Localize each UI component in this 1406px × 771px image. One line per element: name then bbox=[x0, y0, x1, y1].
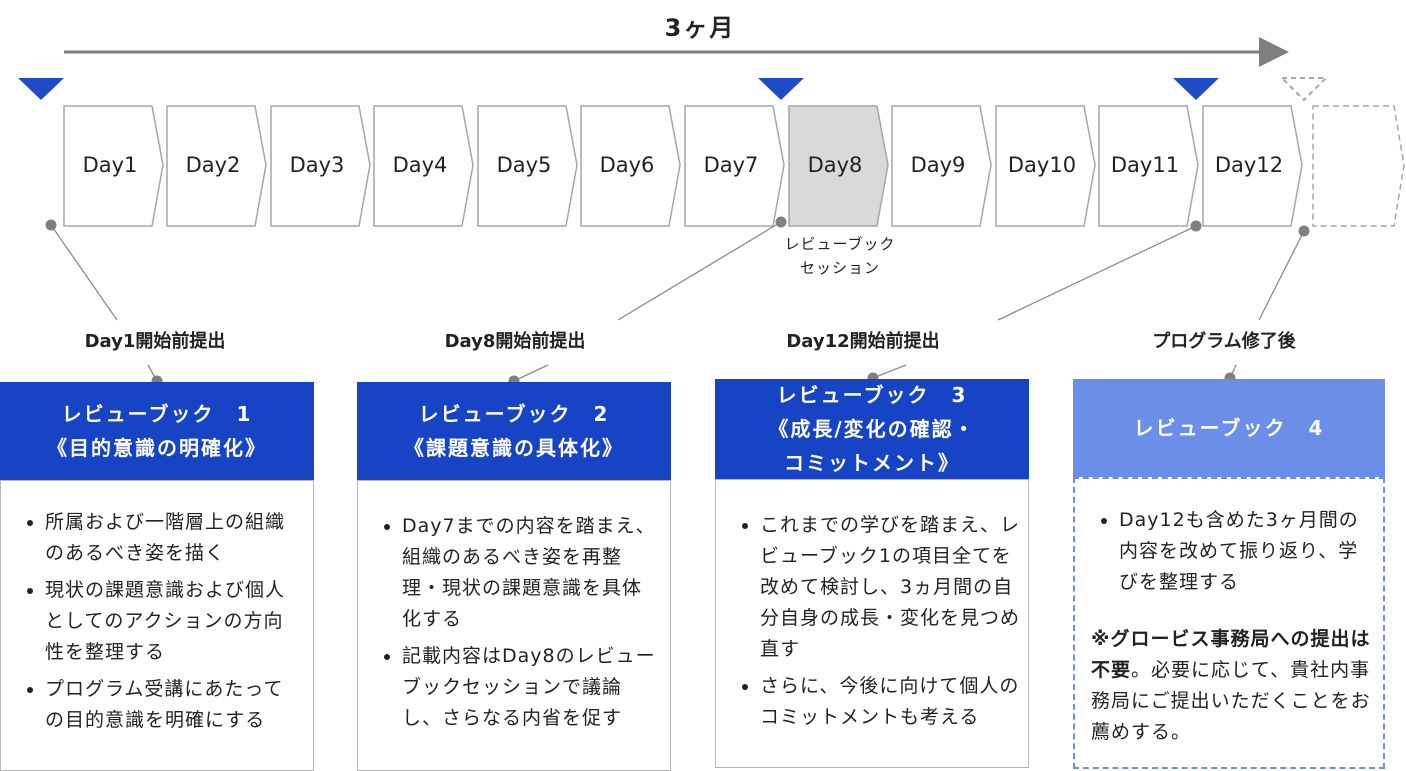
day-label-7: Day7 bbox=[703, 153, 759, 177]
day-label-6: Day6 bbox=[599, 153, 655, 177]
book4-header: レビューブック 4 bbox=[1073, 379, 1385, 477]
session-note-line2: セッション bbox=[799, 259, 880, 277]
day-chevron-10 bbox=[995, 105, 1096, 227]
dot-after bbox=[1298, 225, 1310, 237]
day-chevron-3 bbox=[270, 105, 371, 227]
book1-bullet-1: 所属および一階層上の組織のあるべき姿を描く bbox=[45, 507, 303, 569]
submit-label-day12: Day12開始前提出 bbox=[786, 331, 940, 352]
day-chevron-6 bbox=[580, 105, 681, 227]
book4-bullet-1: Day12も含めた3ヶ月間の内容を改めて振り返り、学びを整理する bbox=[1119, 505, 1375, 598]
connector-lines bbox=[50, 221, 1305, 382]
duration-label: 3ヶ月 bbox=[664, 14, 736, 42]
day-chevron-9 bbox=[891, 105, 992, 227]
session-note-line1: レビューブック bbox=[784, 235, 896, 253]
marker-day12-icon bbox=[1173, 78, 1219, 100]
book2-bullets: Day7までの内容を踏まえ、組織のあるべき姿を再整理・現状の課題意識を具体化する… bbox=[358, 511, 670, 734]
day-label-12: Day12 bbox=[1214, 153, 1284, 177]
book1-bullet-3: プログラム受講にあたっての目的意識を明確にする bbox=[45, 674, 303, 736]
connector-3a bbox=[997, 225, 1197, 321]
connector-2b bbox=[513, 364, 549, 382]
day-chevron-2 bbox=[166, 105, 267, 227]
day-chevron-future bbox=[1312, 105, 1405, 227]
dot-day1 bbox=[45, 219, 57, 231]
day-chevron-12 bbox=[1202, 105, 1303, 227]
book4-bullets: Day12も含めた3ヶ月間の内容を改めて振り返り、学びを整理する bbox=[1075, 505, 1383, 598]
day-chevron-8 bbox=[788, 105, 889, 227]
day-label-3: Day3 bbox=[289, 153, 345, 177]
book1-body: 所属および一階層上の組織のあるべき姿を描く 現状の課題意識および個人としてのアク… bbox=[0, 480, 314, 771]
book2-bullet-1: Day7までの内容を踏まえ、組織のあるべき姿を再整理・現状の課題意識を具体化する bbox=[402, 511, 660, 635]
day-label-2: Day2 bbox=[185, 153, 241, 177]
book1-subtitle: 《目的意識の明確化》 bbox=[47, 436, 267, 460]
book3-body: これまでの学びを踏まえ、レビューブック1の項目全てを改めて検討し、3ヵ月間の自分… bbox=[715, 479, 1029, 768]
book1-bullets: 所属および一階層上の組織のあるべき姿を描く 現状の課題意識および個人としてのアク… bbox=[1, 507, 313, 736]
book2-header: レビューブック 2 《課題意識の具体化》 bbox=[357, 382, 671, 480]
day-chevrons bbox=[63, 105, 1405, 227]
dot-day12 bbox=[1190, 220, 1202, 232]
book4-body: Day12も含めた3ヶ月間の内容を改めて振り返り、学びを整理する ※グロービス事… bbox=[1073, 477, 1385, 769]
submit-label-after: プログラム修了後 bbox=[1152, 331, 1296, 352]
book4-title: レビューブック 4 bbox=[1133, 416, 1325, 440]
book3-bullet-1: これまでの学びを踏まえ、レビューブック1の項目全てを改めて検討し、3ヵ月間の自分… bbox=[760, 510, 1020, 665]
day-label-11: Day11 bbox=[1110, 153, 1180, 177]
marker-day8-icon bbox=[758, 78, 804, 100]
book2-body: Day7までの内容を踏まえ、組織のあるべき姿を再整理・現状の課題意識を具体化する… bbox=[357, 480, 671, 771]
dot-day8 bbox=[775, 216, 787, 228]
day-chevron-1 bbox=[63, 105, 164, 227]
book3-header: レビューブック 3 《成長/変化の確認・ コミットメント》 bbox=[715, 379, 1029, 479]
book3-bullets: これまでの学びを踏まえ、レビューブック1の項目全てを改めて検討し、3ヵ月間の自分… bbox=[716, 510, 1028, 733]
submit-label-day8: Day8開始前提出 bbox=[444, 331, 586, 352]
book2-subtitle: 《課題意識の具体化》 bbox=[404, 436, 624, 460]
marker-after-icon bbox=[1279, 77, 1329, 102]
marker-day1-icon bbox=[18, 78, 64, 100]
day-label-9: Day9 bbox=[910, 153, 966, 177]
day-chevron-7 bbox=[684, 105, 785, 227]
day-chevron-5 bbox=[477, 105, 578, 227]
book4-note-bold: ※グロービス事務局への提出は不要 bbox=[1091, 628, 1371, 681]
day-label-8: Day8 bbox=[807, 153, 863, 177]
book1-bullet-2: 現状の課題意識および個人としてのアクションの方向性を整理する bbox=[45, 575, 303, 668]
day-chevron-11 bbox=[1098, 105, 1199, 227]
day-label-4: Day4 bbox=[392, 153, 448, 177]
session-note: レビューブック セッション bbox=[760, 232, 920, 280]
book4-note-rest: 。必要に応じて、貴社内事務局にご提出いただくことをお薦めする。 bbox=[1091, 659, 1371, 743]
connector-4a bbox=[1258, 230, 1305, 321]
book2-title: レビューブック 2 bbox=[418, 402, 610, 426]
book3-bullet-2: さらに、今後に向けて個人のコミットメントも考える bbox=[760, 671, 1020, 733]
book3-subtitle-2: コミットメント》 bbox=[784, 451, 960, 475]
connector-3b bbox=[872, 364, 907, 379]
book3-subtitle-1: 《成長/変化の確認・ bbox=[768, 417, 976, 441]
connector-2a bbox=[617, 221, 782, 321]
book1-title: レビューブック 1 bbox=[61, 402, 253, 426]
submit-label-day1: Day1開始前提出 bbox=[84, 331, 226, 352]
book2-bullet-2: 記載内容はDay8のレビューブックセッションで議論し、さらなる内省を促す bbox=[402, 641, 660, 734]
book1-header: レビューブック 1 《目的意識の明確化》 bbox=[0, 382, 314, 480]
connector-dots bbox=[45, 216, 1310, 387]
day-label-1: Day1 bbox=[82, 153, 138, 177]
day-chevron-4 bbox=[373, 105, 474, 227]
connector-1a bbox=[50, 224, 118, 321]
day-label-5: Day5 bbox=[496, 153, 552, 177]
book4-note: ※グロービス事務局への提出は不要。必要に応じて、貴社内事務局にご提出いただくこと… bbox=[1075, 624, 1383, 748]
book3-title: レビューブック 3 bbox=[776, 383, 968, 407]
day-label-10: Day10 bbox=[1007, 153, 1077, 177]
